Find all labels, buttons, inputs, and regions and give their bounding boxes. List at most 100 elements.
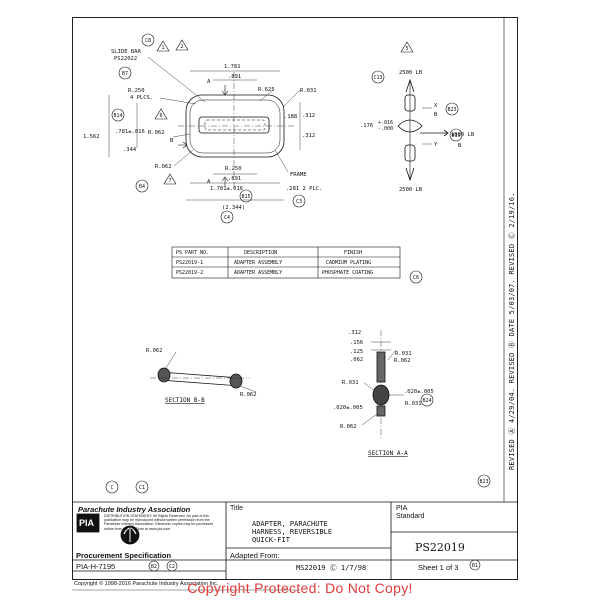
top-view (108, 56, 301, 201)
section-aa-view (361, 330, 404, 440)
sec-a-020-a: .020±.005 (404, 389, 434, 395)
side-load-arrow (443, 129, 449, 137)
title-line-3: QUICK-FIT (252, 536, 290, 544)
table-header-finish: FINISH (344, 250, 362, 256)
section-bb-title: SECTION B-B (165, 397, 205, 404)
callout-b7: B7 (122, 71, 128, 77)
slide-bar-part: PS22022 (114, 56, 137, 62)
frame-label: FRAME (290, 172, 307, 178)
section-letter-a-top: A (207, 79, 211, 85)
side-bar-upper (404, 94, 416, 112)
callout-c13: C13 (373, 75, 382, 81)
callout-b19: B19 (451, 133, 460, 139)
dim-1781-low: 1.781±.016 (210, 186, 243, 192)
adapted-from-label: Adapted From: (230, 551, 280, 560)
sec-a-312: .312 (348, 330, 361, 336)
dim-1562: 1.562 (83, 134, 100, 140)
section-arrow-a-top (221, 85, 229, 96)
callout-c4: C4 (224, 215, 230, 221)
callout-labels: C8 B7 B14 B4 C4 B15 C3 C13 B23 B19 C6 B2… (110, 38, 488, 570)
dim-r625: R.625 (258, 87, 275, 93)
flag-number: 7 (168, 178, 171, 184)
sec-a-r062: R.062 (394, 358, 411, 364)
revision-note: REVISED Ⓐ 4/29/04. REVISED Ⓑ DATE 5/03/0… (508, 192, 516, 470)
table-cell: PHOSPHATE COATING (322, 270, 373, 276)
leader-sec-aa-r031-b (363, 382, 375, 391)
leader-r625 (259, 88, 275, 102)
sec-a-156: .156 (350, 340, 363, 346)
sec-a-r031-c: R.031 (405, 401, 422, 407)
org-name: Parachute Industry Association (78, 505, 191, 514)
section-aa-core (372, 384, 390, 406)
dim-176-tol-minus: -.000 (378, 126, 393, 132)
table-cell: PS22019-1 (176, 260, 203, 266)
load-bottom: 2500 LB (399, 187, 423, 193)
title-label: Title (230, 505, 243, 512)
table-cell: ADAPTER ASSEMBLY (234, 260, 282, 266)
sec-a-125: .125 (350, 349, 363, 355)
dim-344: .344 (123, 147, 137, 153)
title-block-grid (72, 17, 518, 591)
section-arrow-a-bottom (221, 176, 229, 186)
callout-circles (105, 33, 491, 572)
slide-bar-label: SLIDE BAR (111, 49, 141, 55)
dim-top-inner: .891 (228, 74, 241, 80)
leader-sec-aa-r031 (387, 349, 397, 361)
callout-b2: B2 (151, 564, 157, 570)
section-letter-a-bottom: A (207, 179, 211, 185)
dim-281: .281 2 PLC. (286, 186, 322, 192)
section-bb-end-right (229, 373, 243, 389)
copyright-watermark: Copyright Protected: Do Not Copy! (187, 580, 413, 596)
dim-r062-low: R.062 (155, 164, 172, 170)
callout-b23-lower: B23 (479, 479, 488, 485)
axis-x: X (434, 103, 438, 109)
dim-176: .176 (360, 123, 373, 129)
leader-slide-bar (147, 56, 206, 103)
procurement-spec-value: PIA-H-7195 (76, 562, 116, 571)
callout-c3: C3 (296, 199, 302, 205)
section-aa-lower (376, 405, 386, 417)
section-bb-end-left (157, 367, 171, 383)
dim-r062-left: R.062 (148, 130, 165, 136)
dim-891-low: .891 (228, 176, 241, 182)
side-view (397, 78, 449, 182)
flag-number: 2 (180, 44, 183, 50)
callout-b23: B23 (447, 107, 456, 113)
sec-a-r031-a: R.031 (395, 351, 412, 357)
callout-b14: B14 (113, 113, 122, 119)
sec-b-r062-a: R.062 (146, 348, 163, 354)
table-cell: CADMIUM PLATING (326, 260, 371, 266)
callout-c8: C8 (145, 38, 151, 44)
axis-y: Y (434, 142, 438, 148)
copyright-line: Copyright © 1998-2016 Parachute Industry… (74, 581, 219, 587)
dim-r250-top-note: 4 PLCS. (130, 95, 153, 101)
dim-r250-low: R.250 (225, 166, 242, 172)
drawing-sheet-border (72, 17, 518, 580)
dim-188: .188 (284, 114, 297, 120)
title-line-2: HARNESS, REVERSIBLE (252, 528, 333, 536)
load-arrow-top (405, 78, 415, 93)
dim-r031-top: R.031 (300, 88, 317, 94)
section-letter-b: B (170, 138, 174, 144)
flag-number: 1 (161, 45, 164, 51)
leader-frame (274, 149, 289, 173)
side-bar-lower (404, 144, 416, 162)
callout-c1: C1 (139, 485, 145, 491)
adapter-inner-outline (189, 99, 281, 154)
callout-c2: C2 (169, 564, 175, 570)
load-arrow-bottom (405, 167, 415, 182)
dim-781: .781±.016 (115, 129, 145, 135)
callout-b4: B4 (139, 184, 145, 190)
side-slide-bar (397, 119, 423, 133)
callout-b15: B15 (241, 194, 250, 200)
table-header-desc: DESCRIPTION (244, 250, 277, 256)
callout-b1: B1 (472, 563, 478, 569)
leader-r062-low (173, 149, 194, 167)
table-cell: PS22019-2 (176, 270, 203, 276)
leader-r031 (282, 89, 301, 108)
flag-number: 5 (405, 46, 408, 52)
flag-number: 6 (159, 113, 162, 119)
callout-b24: B24 (422, 398, 431, 404)
dim-176-tol-plus: +.016 (378, 120, 393, 126)
